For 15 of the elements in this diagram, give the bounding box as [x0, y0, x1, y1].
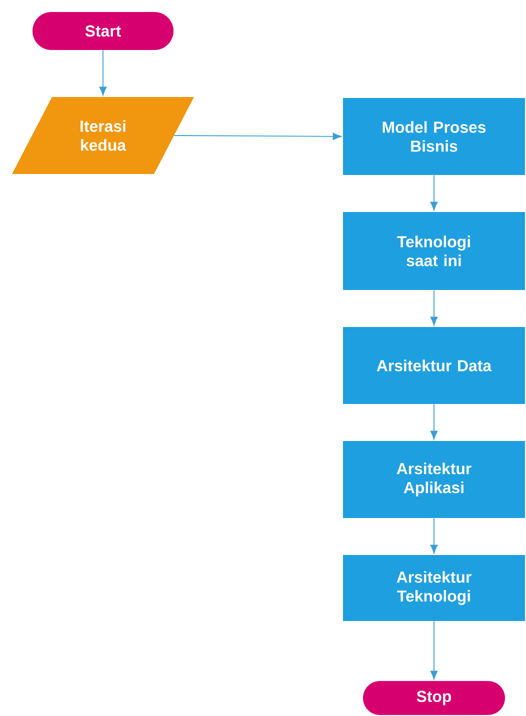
arrow — [430, 290, 438, 326]
input-parallelogram: Iterasi kedua — [12, 97, 194, 174]
arrow — [430, 518, 438, 554]
process-box: Arsitektur Data — [343, 327, 525, 404]
arrow — [99, 50, 107, 96]
process-box: Arsitektur Teknologi — [343, 555, 525, 621]
arrow — [430, 404, 438, 440]
terminal-pill: Start — [32, 12, 174, 50]
arrow — [430, 174, 438, 210]
arrow — [430, 620, 438, 680]
process-box: Model Proses Bisnis — [343, 98, 525, 175]
arrow — [174, 132, 342, 140]
terminal-pill: Stop — [363, 681, 505, 715]
process-box: Arsitektur Aplikasi — [343, 441, 525, 518]
process-box: Teknologi saat ini — [343, 212, 525, 290]
